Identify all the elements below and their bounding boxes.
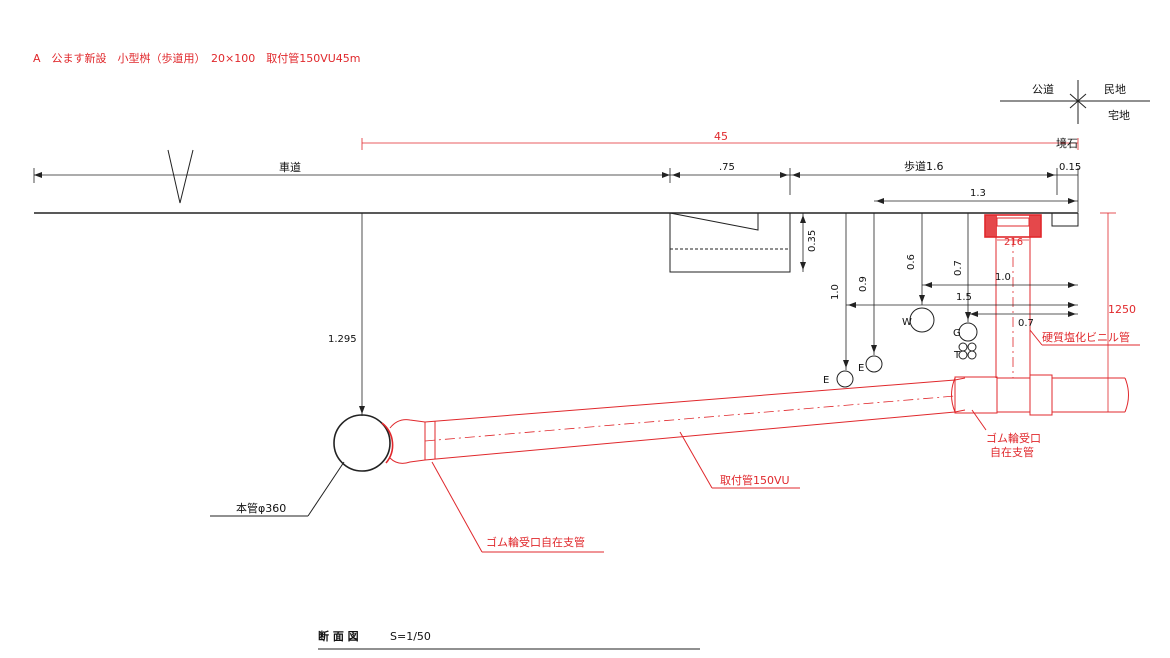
offset-dims: 1.0 1.5 0.7 bbox=[846, 272, 1078, 329]
leader-rubber-joint-main: ゴム輪受口自在支管 bbox=[431, 461, 604, 553]
electric-cable-icon-1 bbox=[836, 370, 854, 388]
dim-13-label: 1.3 bbox=[970, 188, 986, 199]
label-pvc-pipe: 硬質塩化ビニル管 bbox=[1042, 330, 1130, 344]
riser-pipe bbox=[995, 237, 1031, 378]
dim-1295: 1.295 bbox=[328, 212, 369, 416]
dim-1295-label: 1.295 bbox=[328, 334, 357, 345]
dim-216-label: 216 bbox=[1004, 237, 1023, 248]
scale-label: S=1/50 bbox=[390, 630, 431, 643]
dim-15h-label: 1.5 bbox=[956, 292, 972, 303]
leader-connection-pipe: 取付管150VU bbox=[679, 431, 800, 489]
label-connection-pipe: 取付管150VU bbox=[720, 473, 790, 487]
label-rubber-joint-main: ゴム輪受口自在支管 bbox=[486, 535, 585, 549]
dim-row-top: 車道 .75 歩道1.6 0.15 bbox=[33, 159, 1081, 212]
label-electric-1: E bbox=[823, 375, 829, 386]
dim-45-label: 45 bbox=[714, 130, 728, 143]
leader-rubber-joint-box: ゴム輪受口 自在支管 bbox=[971, 409, 1041, 459]
curb-block: 0.35 bbox=[669, 212, 818, 273]
label-gas: G bbox=[953, 328, 961, 339]
label-curb-stone: 境石 bbox=[1056, 136, 1078, 150]
leader-pvc-pipe: 硬質塩化ビニル管 bbox=[1029, 329, 1140, 346]
telecom-cable-icon bbox=[967, 350, 977, 360]
boundary-marker: 公道 民地 宅地 bbox=[1000, 80, 1150, 124]
curb-stone bbox=[1051, 212, 1079, 227]
dim-075-label: .75 bbox=[719, 162, 735, 173]
main-pipe-joint bbox=[381, 422, 394, 464]
label-rubber-joint-box-2: 自在支管 bbox=[990, 445, 1034, 459]
dim-035-label: 0.35 bbox=[807, 230, 818, 252]
gas-pipe-icon bbox=[958, 322, 978, 342]
label-telecom: T bbox=[953, 350, 961, 361]
label-electric-2: E bbox=[858, 363, 864, 374]
title-note: A 公ます新設 小型桝（歩道用） 20×100 取付管150VU45m bbox=[33, 51, 361, 65]
utility-dims: 1.0 0.9 0.6 0.7 bbox=[830, 213, 971, 370]
utilities: W G T E E bbox=[823, 307, 978, 388]
dim-07h-label: 0.7 bbox=[1018, 318, 1034, 329]
label-rubber-joint-box-1: ゴム輪受口 bbox=[986, 431, 1041, 445]
connection-pipe bbox=[389, 374, 1129, 464]
dim-1250: 1250 bbox=[1100, 212, 1136, 413]
label-sidewalk: 歩道1.6 bbox=[904, 159, 944, 173]
section-title: 断 面 図 bbox=[318, 629, 359, 643]
dim-015-label: 0.15 bbox=[1059, 162, 1081, 173]
dim-09v-label: 0.9 bbox=[858, 276, 869, 292]
dim-1250-label: 1250 bbox=[1108, 303, 1136, 316]
dim-07v-label: 0.7 bbox=[953, 260, 964, 276]
label-roadway: 車道 bbox=[279, 160, 301, 174]
dim-10h-label: 1.0 bbox=[995, 272, 1011, 283]
dim-06v-label: 0.6 bbox=[906, 254, 917, 270]
road-crown-marker bbox=[167, 149, 194, 204]
leader-main-pipe: 本管φ360 bbox=[210, 461, 345, 517]
dim-10v-label: 1.0 bbox=[830, 284, 841, 300]
footer: 断 面 図 S=1/50 bbox=[318, 629, 700, 650]
label-water: W bbox=[902, 317, 912, 328]
electric-cable-icon-2 bbox=[865, 355, 883, 373]
dim-13: 1.3 bbox=[874, 188, 1078, 204]
inspection-box: 216 bbox=[984, 214, 1042, 248]
water-pipe-icon bbox=[909, 307, 935, 333]
dim-45: 45 bbox=[361, 130, 1079, 150]
label-main-pipe: 本管φ360 bbox=[236, 501, 286, 515]
main-pipe bbox=[333, 414, 391, 472]
label-private-land: 民地 bbox=[1104, 83, 1126, 96]
label-residential: 宅地 bbox=[1108, 108, 1130, 122]
label-public-road: 公道 bbox=[1032, 82, 1054, 96]
